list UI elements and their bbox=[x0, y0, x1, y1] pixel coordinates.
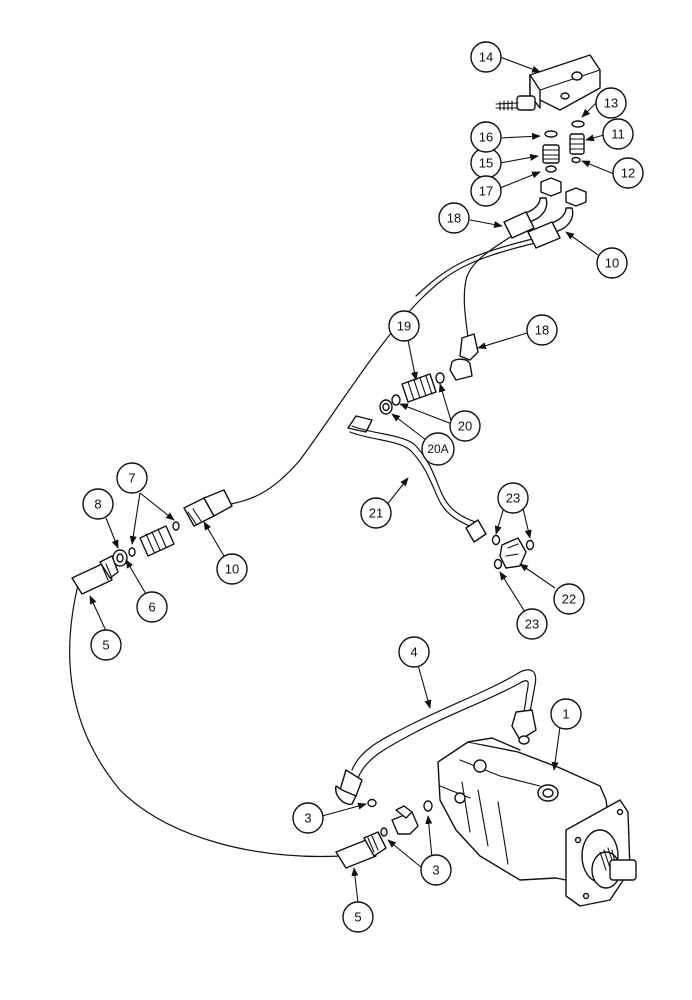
callout-6: 6 bbox=[136, 591, 168, 623]
hydraulic-motor bbox=[437, 737, 637, 907]
callout-number: 23 bbox=[506, 491, 520, 506]
callout-number: 13 bbox=[604, 96, 618, 111]
callout-4: 4 bbox=[398, 636, 430, 668]
callout-number: 3 bbox=[304, 811, 311, 826]
callout-8: 8 bbox=[82, 488, 114, 520]
callout-18: 18 bbox=[526, 314, 558, 346]
callout-number: 18 bbox=[535, 323, 549, 338]
hose-lines bbox=[69, 235, 549, 858]
valve-fittings bbox=[503, 120, 587, 249]
callout-23: 23 bbox=[516, 608, 548, 640]
callout-10: 10 bbox=[596, 247, 628, 279]
callout-number: 17 bbox=[479, 184, 493, 199]
callout-20: 20 bbox=[449, 410, 481, 442]
callout-20A: 20A bbox=[421, 432, 455, 466]
tee-fitting bbox=[491, 534, 535, 570]
callout-10: 10 bbox=[216, 553, 248, 585]
callout-number: 20A bbox=[427, 442, 448, 456]
callout-22: 22 bbox=[553, 583, 585, 615]
callout-number: 4 bbox=[410, 645, 417, 660]
callout-5: 5 bbox=[90, 629, 122, 661]
callout-16: 16 bbox=[470, 121, 502, 153]
callout-number: 6 bbox=[148, 600, 155, 615]
callout-number: 1 bbox=[562, 707, 569, 722]
callout-number: 10 bbox=[605, 256, 619, 271]
callout-3: 3 bbox=[420, 854, 452, 886]
bottom-fittings bbox=[335, 798, 433, 869]
callout-3: 3 bbox=[292, 802, 324, 834]
leader-lines bbox=[89, 56, 615, 904]
callout-21: 21 bbox=[360, 497, 392, 529]
callout-12: 12 bbox=[612, 157, 644, 189]
callout-number: 5 bbox=[354, 910, 361, 925]
callout-number: 11 bbox=[611, 127, 625, 142]
callout-number: 21 bbox=[369, 506, 383, 521]
callout-17: 17 bbox=[470, 175, 502, 207]
callout-13: 13 bbox=[595, 87, 627, 119]
valve-block bbox=[495, 54, 601, 111]
callout-5: 5 bbox=[342, 901, 374, 933]
callout-number: 7 bbox=[128, 471, 135, 486]
callout-19: 19 bbox=[388, 310, 420, 342]
callout-number: 19 bbox=[397, 319, 411, 334]
callout-23: 23 bbox=[497, 482, 529, 514]
callout-number: 12 bbox=[621, 166, 635, 181]
callout-number: 23 bbox=[525, 617, 539, 632]
middle-fittings bbox=[347, 333, 487, 543]
callout-number: 20 bbox=[458, 419, 472, 434]
hose-assembly bbox=[335, 669, 537, 805]
callout-number: 14 bbox=[479, 50, 493, 65]
callout-number: 22 bbox=[562, 592, 576, 607]
callout-15: 15 bbox=[470, 147, 502, 179]
callout-number: 8 bbox=[94, 497, 101, 512]
callout-18: 18 bbox=[438, 202, 470, 234]
left-fittings bbox=[71, 489, 233, 595]
callout-7: 7 bbox=[116, 462, 148, 494]
callout-14: 14 bbox=[470, 41, 502, 73]
callout-number: 5 bbox=[102, 638, 109, 653]
callout-number: 10 bbox=[225, 562, 239, 577]
callout-1: 1 bbox=[550, 698, 582, 730]
callout-number: 18 bbox=[447, 211, 461, 226]
callout-number: 16 bbox=[479, 130, 493, 145]
callout-number: 15 bbox=[479, 156, 493, 171]
callout-number: 3 bbox=[432, 863, 439, 878]
callout-11: 11 bbox=[602, 118, 634, 150]
